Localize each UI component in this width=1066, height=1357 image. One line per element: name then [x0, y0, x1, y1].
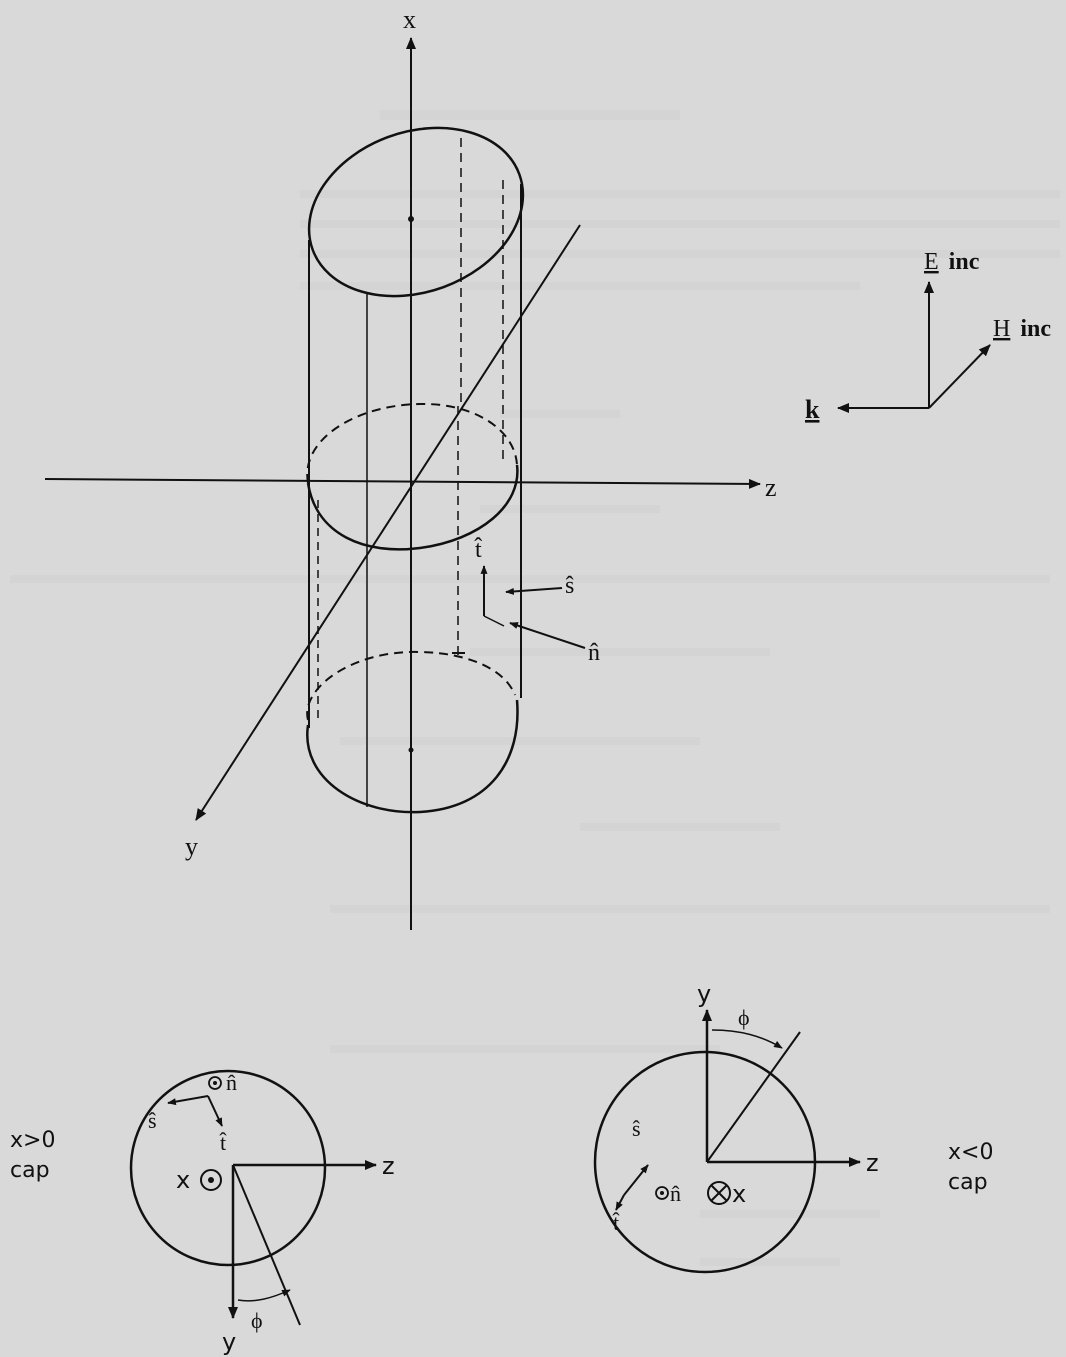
cap-left-x-label: x [176, 1166, 190, 1194]
n-hat-label: n̂ [588, 640, 600, 666]
cap-left-s-hat-label: ŝ [148, 1108, 157, 1133]
cap-left-region-line1: x>0 [10, 1128, 55, 1153]
bleed-through-texture [10, 110, 1060, 1266]
cylinder-bottom-ellipse-back [306, 650, 516, 721]
cap-left-t-hat-label: t̂ [219, 1130, 227, 1155]
s-hat-label: ŝ [565, 573, 574, 599]
cap-left-region-line2: cap [10, 1158, 50, 1183]
cap-right-y-label: y [697, 980, 711, 1008]
cap-left-phi-label: ϕ [251, 1308, 263, 1333]
n-hat-dot-out-icon [208, 1076, 222, 1090]
cap-right-region-line2: cap [948, 1170, 988, 1195]
cylinder-bottom-ellipse-front [306, 699, 519, 814]
cap-left-phi-radial [232, 1164, 301, 1326]
cap-right-n-hat-label: n̂ [670, 1181, 681, 1206]
cap-right-phi-label: ϕ [738, 1005, 750, 1030]
cross-into-page-icon [707, 1181, 731, 1205]
cap-right: x<0 cap y z ϕ x ŝ t̂ n̂ [593, 980, 993, 1274]
h-inc-label: H inc [993, 316, 1051, 342]
s-hat-pointer [505, 587, 563, 595]
cap-left: x>0 cap x z y ϕ n̂ ŝ t̂ [10, 1069, 395, 1356]
cap-right-x-label: x [732, 1180, 746, 1208]
cap-left-y-label: y [222, 1328, 236, 1356]
cap-right-phi-radial [706, 1031, 801, 1163]
cap-right-phi-arc [711, 1029, 783, 1049]
z-axis [44, 478, 761, 489]
y-axis-label: y [185, 832, 198, 861]
cap-left-n-hat-label: n̂ [226, 1070, 237, 1095]
dot-out-of-page-icon [200, 1169, 222, 1191]
cap-left-phi-arc [237, 1289, 291, 1302]
e-inc-label: E inc [924, 249, 980, 275]
cap-left-circle [129, 1069, 327, 1267]
cylinder-top-ellipse [307, 126, 525, 298]
cap-right-s-hat-label: ŝ [632, 1116, 641, 1141]
h-inc-vector [928, 344, 991, 409]
k-label: k [805, 395, 820, 424]
n-hat-dot-out-icon-right [655, 1186, 669, 1200]
y-axis [195, 224, 581, 821]
incident-wave-triad: E inc H inc k [805, 249, 1051, 424]
cap-right-t-hat-label: t̂ [612, 1210, 620, 1235]
z-axis-label: z [765, 473, 777, 502]
cap-right-z-label: z [866, 1149, 879, 1177]
n-hat-pointer [509, 622, 586, 649]
cylinder-figure: x z y t̂ ŝ n̂ [44, 5, 777, 930]
cylinder-middle-ellipse-back [306, 402, 518, 484]
x-axis-label: x [403, 5, 416, 34]
cap-right-region-line1: x<0 [948, 1140, 993, 1165]
cap-left-z-label: z [382, 1152, 395, 1180]
cylinder-middle-ellipse-front [306, 464, 519, 551]
t-hat-label: t̂ [474, 537, 482, 563]
